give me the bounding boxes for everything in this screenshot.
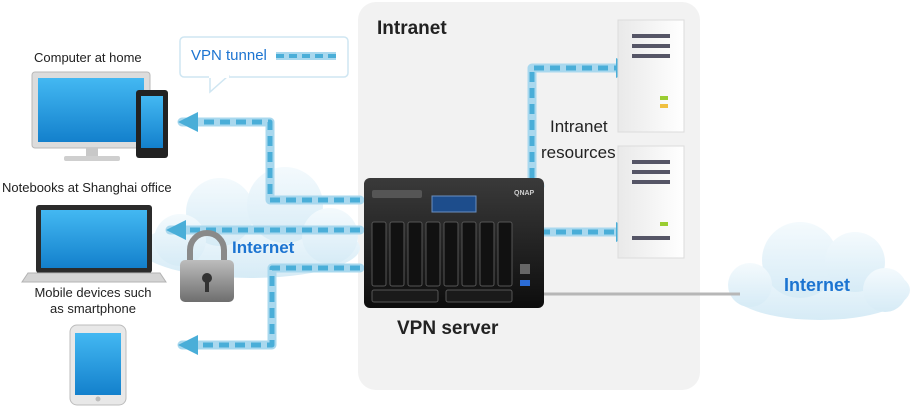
intranet-server-bottom (617, 145, 685, 259)
internet-label-left: Internet (232, 238, 295, 257)
intranet-label: Intranet (377, 18, 447, 39)
intranet-server-top (617, 19, 685, 133)
mobile-label-line2: as smartphone (50, 301, 136, 316)
internet-label-right: Internet (784, 275, 851, 295)
mobile-label-line1: Mobile devices such (34, 285, 152, 300)
internet-cloud-right (728, 222, 910, 320)
vpn-tunnel-label: VPN tunnel (191, 47, 267, 64)
nas-brand-logo: QNAP (514, 190, 535, 197)
vpn-server-label: VPN server (397, 318, 499, 339)
notebook-icon (21, 205, 167, 283)
internet-cloud-left (140, 167, 360, 278)
vpn-tunnel-callout (179, 36, 349, 94)
intranet-resources-line2: resources (541, 143, 616, 162)
smartphone-icon (69, 324, 127, 406)
computer-at-home-label: Computer at home (34, 50, 142, 65)
vpn-server-device (364, 178, 544, 308)
home-computer-icon (31, 71, 168, 161)
notebooks-label: Notebooks at Shanghai office (2, 180, 172, 195)
padlock-icon (180, 230, 234, 302)
intranet-resources-line1: Intranet (550, 117, 608, 136)
